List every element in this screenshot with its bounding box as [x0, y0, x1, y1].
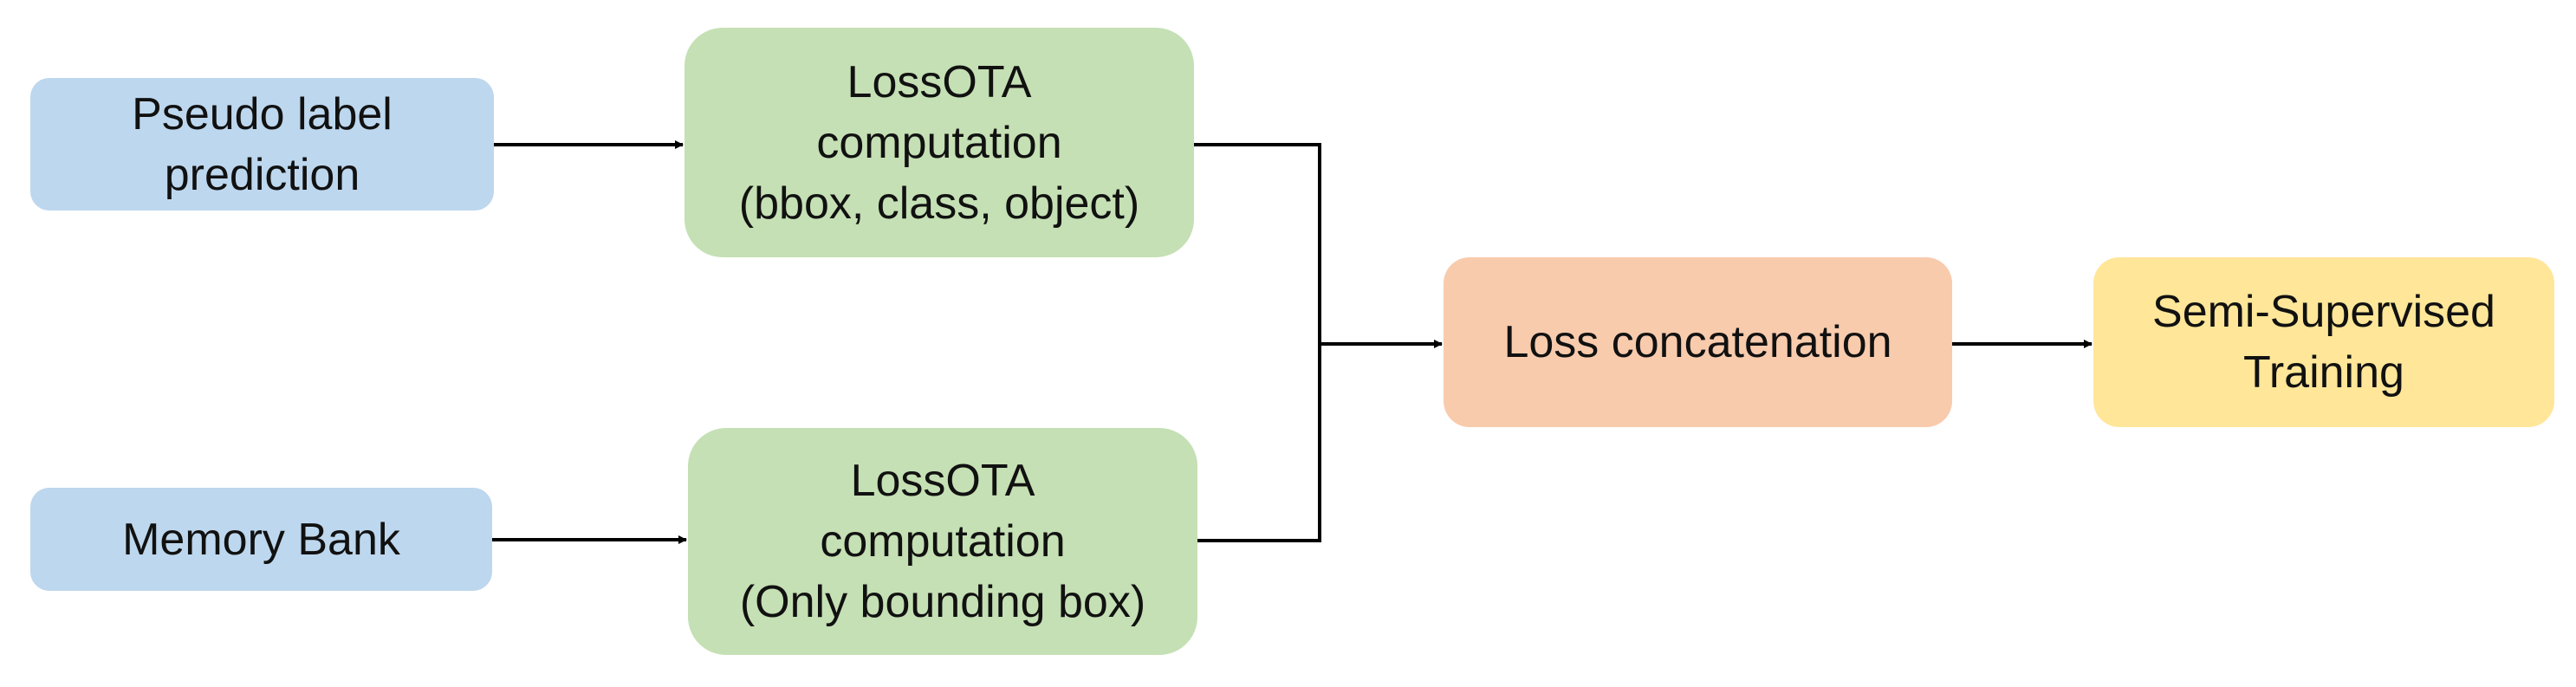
connector-lossota-full-to-junction	[1194, 143, 1321, 344]
node-semi-supervised-training: Semi-Supervised Training	[2093, 257, 2554, 427]
node-pseudo-label-prediction: Pseudo label prediction	[30, 78, 494, 211]
node-lossota-bbox-computation: LossOTA computation (Only bounding box)	[688, 428, 1197, 655]
node-lossota-full-computation: LossOTA computation (bbox, class, object…	[685, 28, 1194, 257]
connector-lossota-bbox-to-junction	[1197, 344, 1321, 542]
node-memory-bank: Memory Bank	[30, 488, 492, 591]
node-loss-concatenation: Loss concatenation	[1444, 257, 1952, 427]
